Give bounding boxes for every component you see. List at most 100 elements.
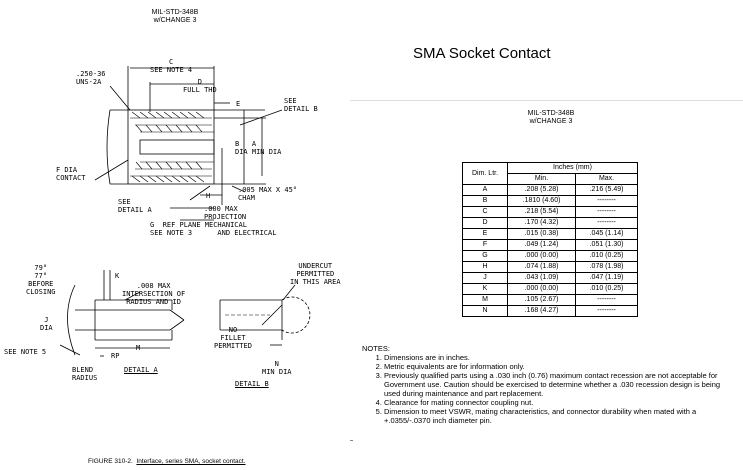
table-cell-max: -------- [575, 294, 638, 306]
table-cell-max: -------- [575, 305, 638, 317]
note-item: Metric equivalents are for information o… [384, 362, 737, 371]
label-see-detail-b: SEE DETAIL B [284, 97, 318, 113]
undercut-arc [281, 296, 311, 334]
label-b-a: B A DIA MIN DIA [235, 140, 282, 156]
right-header: MIL-STD-348B w/CHANGE 3 [513, 110, 589, 126]
table-cell-min: .105 (2.67) [506, 294, 577, 306]
left-header-line2: w/CHANGE 3 [153, 17, 197, 24]
label-g-ref: G REF PLANE MECHANICAL SEE NOTE 3 AND EL… [150, 221, 277, 237]
note-item: Clearance for mating connector coupling … [384, 398, 737, 407]
table-cell-max: .045 (1.14) [575, 228, 638, 240]
label-k: K [115, 272, 120, 280]
label-rp: RP [111, 352, 120, 360]
table-row: F.049 (1.24).051 (1.30) [462, 239, 638, 251]
table-cell-max: -------- [575, 217, 638, 229]
table-cell-min: .074 (1.88) [506, 261, 577, 273]
table-cell-max: .047 (1.19) [575, 272, 638, 284]
table-cell-min: .000 (0.00) [506, 283, 577, 295]
label-c-note: C SEE NOTE 4 [150, 58, 193, 74]
right-header-line1: MIL-STD-348B [527, 110, 575, 117]
notes-heading: NOTES: [362, 344, 390, 353]
label-n-min: N MIN DIA [262, 360, 292, 376]
table-cell-max: -------- [575, 195, 638, 207]
table-cell-ltr: K [462, 283, 508, 295]
label-h: H [206, 192, 211, 200]
note-item: Dimensions are in inches. [384, 353, 737, 362]
table-cell-min: .000 (0.00) [506, 250, 577, 262]
label-d-full: D FULL THD [183, 78, 217, 94]
table-row: N.168 (4.27)-------- [462, 305, 638, 317]
table-cell-ltr: D [462, 217, 508, 229]
table-cell-min: .015 (0.38) [506, 228, 577, 240]
detail-a-break [67, 284, 76, 356]
table-cell-max: .051 (1.30) [575, 239, 638, 251]
table-row: H.074 (1.88).078 (1.98) [462, 261, 638, 273]
label-e: E [236, 100, 241, 108]
label-projection: .000 MAX PROJECTION [204, 205, 247, 221]
table-cell-min: .043 (1.09) [506, 272, 577, 284]
label-j-dia: J DIA [40, 316, 53, 332]
table-cell-ltr: H [462, 261, 508, 273]
table-cell-max: .078 (1.98) [575, 261, 638, 273]
body-break-line [106, 109, 111, 185]
table-cell-ltr: B [462, 195, 508, 207]
contact-pin [139, 139, 215, 155]
right-header-line2: w/CHANGE 3 [529, 118, 573, 125]
table-cell-ltr: N [462, 305, 508, 317]
table-cell-ltr: C [462, 206, 508, 218]
table-row: B.1810 (4.60)-------- [462, 195, 638, 207]
figure-caption: FIGURE 310-2. Interface, series SMA, soc… [88, 458, 246, 465]
table-row: D.170 (4.32)-------- [462, 217, 638, 229]
inches-header: Inches (mm) [507, 162, 638, 174]
table-cell-min: .208 (5.28) [506, 184, 577, 196]
notes-list: Dimensions are in inches.Metric equivale… [362, 353, 737, 425]
notes: NOTES: Dimensions are in inches.Metric e… [362, 344, 737, 425]
label-undercut: UNDERCUT PERMITTED IN THIS AREA [290, 262, 341, 286]
divider [350, 100, 743, 101]
table-cell-ltr: M [462, 294, 508, 306]
dim-ltr-header: Dim. Ltr. [462, 162, 508, 185]
table-cell-min: .1810 (4.60) [506, 195, 577, 207]
label-see-detail-a: SEE DETAIL A [118, 198, 152, 214]
label-intersection: .008 MAX INTERSECTION OF RADIUS AND ID [122, 282, 186, 306]
label-thread: .250-36 UNS-2A [76, 70, 106, 86]
slide-title: SMA Socket Contact [413, 45, 551, 62]
note-item: Dimension to meet VSWR, mating character… [384, 407, 737, 425]
table-cell-min: .170 (4.32) [506, 217, 577, 229]
max-header: Max. [575, 173, 638, 185]
table-cell-min: .049 (1.24) [506, 239, 577, 251]
dimension-table: Dim. Ltr. Inches (mm) Min. Max. A.208 (5… [462, 162, 638, 317]
caption-prefix: FIGURE 310-2. [88, 458, 133, 465]
left-header: MIL-STD-348B w/CHANGE 3 [140, 9, 210, 25]
table-cell-ltr: E [462, 228, 508, 240]
table-row: E.015 (0.38).045 (1.14) [462, 228, 638, 240]
table-cell-ltr: J [462, 272, 508, 284]
table-cell-max: .010 (0.25) [575, 283, 638, 295]
table-row: K.000 (0.00).010 (0.25) [462, 283, 638, 295]
label-cham: .005 MAX X 45° CHAM [238, 186, 298, 202]
table-cell-ltr: A [462, 184, 508, 196]
table-row: A.208 (5.28).216 (5.49) [462, 184, 638, 196]
label-no-fillet: NO FILLET PERMITTED [214, 326, 252, 350]
table-cell-max: -------- [575, 206, 638, 218]
table-row: C.218 (5.54)-------- [462, 206, 638, 218]
table-row: M.105 (2.67)-------- [462, 294, 638, 306]
table-cell-min: .168 (4.27) [506, 305, 577, 317]
label-blend: BLEND RADIUS [72, 366, 98, 382]
table-cell-max: .216 (5.49) [575, 184, 638, 196]
connector-body [127, 109, 215, 185]
min-header: Min. [506, 173, 577, 185]
table-cell-ltr: F [462, 239, 508, 251]
left-header-line1: MIL-STD-348B [151, 9, 199, 16]
table-row: G.000 (0.00).010 (0.25) [462, 250, 638, 262]
label-angles: 79° 77° BEFORE CLOSING [26, 264, 56, 296]
note-item: Previously qualified parts using a .030 … [384, 371, 737, 398]
table-cell-ltr: G [462, 250, 508, 262]
label-see-note-5: SEE NOTE 5 [4, 348, 47, 356]
table-row: J.043 (1.09).047 (1.19) [462, 272, 638, 284]
caption-text: Interface, series SMA, socket contact. [136, 458, 246, 465]
label-f-dia: F DIA CONTACT [56, 166, 86, 182]
label-m: M [136, 344, 141, 352]
table-cell-max: .010 (0.25) [575, 250, 638, 262]
